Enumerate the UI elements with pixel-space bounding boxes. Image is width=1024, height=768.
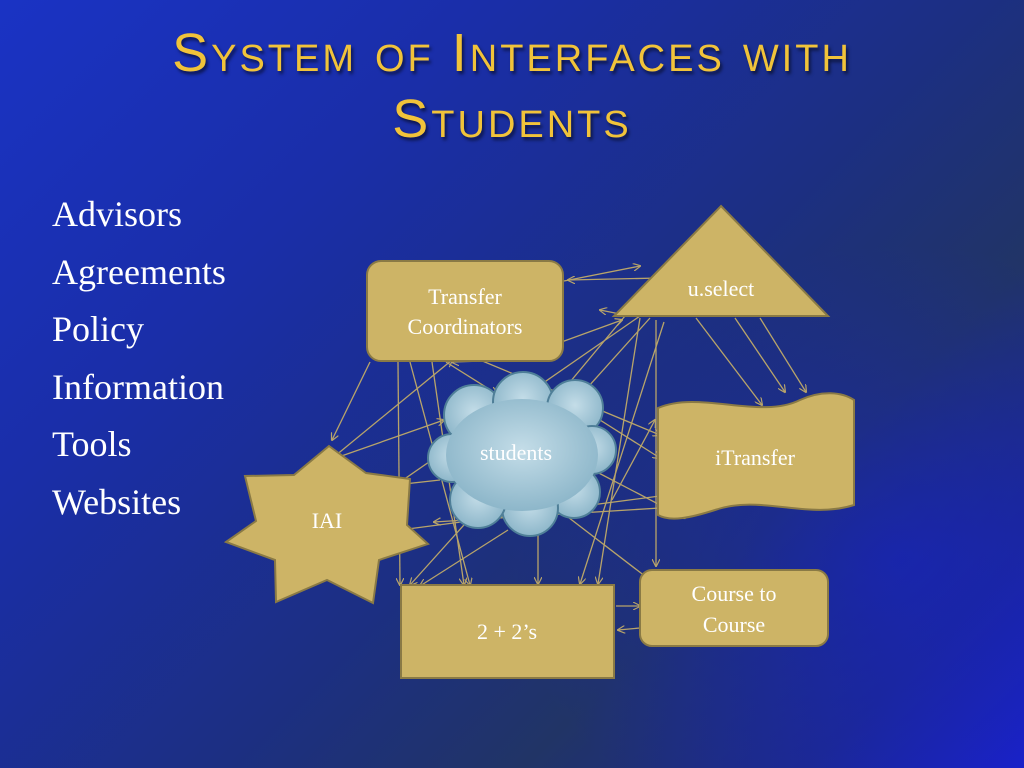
arrow <box>611 420 655 501</box>
arrow <box>618 628 641 630</box>
transfer-coordinators-line1: Transfer <box>428 284 502 309</box>
bullet-agreements: Agreements <box>52 251 226 292</box>
course-to-course-box <box>639 569 829 647</box>
students-label: students <box>480 440 552 465</box>
node-students: students <box>427 371 617 537</box>
course-to-course-line1: Course to <box>692 581 777 606</box>
arrow <box>598 317 641 584</box>
arrow <box>563 513 650 580</box>
bullet-websites: Websites <box>52 481 182 522</box>
arrow <box>563 266 640 282</box>
arrow <box>420 529 509 586</box>
two-plus-two-box <box>400 584 615 679</box>
course-to-course-line2: Course <box>703 612 765 637</box>
arrow <box>329 420 444 461</box>
bullet-advisors: Advisors <box>52 194 183 234</box>
transfer-coordinators-line2: Coordinators <box>408 314 523 339</box>
arrow <box>332 361 371 440</box>
iai-star <box>223 444 430 605</box>
transfer-coordinators-box <box>366 260 564 362</box>
node-uselect: u.select <box>611 204 831 317</box>
node-course-to-course: Course to Course <box>639 569 829 647</box>
node-transfer-coordinators: Transfer Coordinators <box>366 260 564 362</box>
node-itransfer: iTransfer <box>657 392 855 520</box>
bullet-list: Advisors Agreements Policy Information T… <box>52 186 226 531</box>
bullet-policy: Policy <box>52 309 145 349</box>
bullet-information: Information <box>52 366 224 407</box>
arrow <box>555 320 622 345</box>
arrow <box>568 278 661 280</box>
uselect-label: u.select <box>688 276 755 301</box>
connector-arrows <box>317 266 806 630</box>
arrow <box>599 419 660 458</box>
arrow <box>317 360 452 471</box>
arrow <box>580 321 665 584</box>
two-plus-two-label: 2 + 2’s <box>477 619 537 644</box>
itransfer-label: iTransfer <box>715 445 796 470</box>
uselect-triangle <box>611 204 831 317</box>
cloud-body <box>446 399 598 511</box>
iai-label: IAI <box>312 508 343 533</box>
node-iai: IAI <box>223 444 430 605</box>
slide-title: System of Interfaces with Students <box>172 23 852 149</box>
arrow <box>695 317 762 405</box>
arrow <box>734 317 785 392</box>
bullet-tools: Tools <box>52 424 132 464</box>
node-two-plus-two: 2 + 2’s <box>400 584 615 679</box>
arrow <box>759 317 806 392</box>
itransfer-document <box>657 392 855 520</box>
